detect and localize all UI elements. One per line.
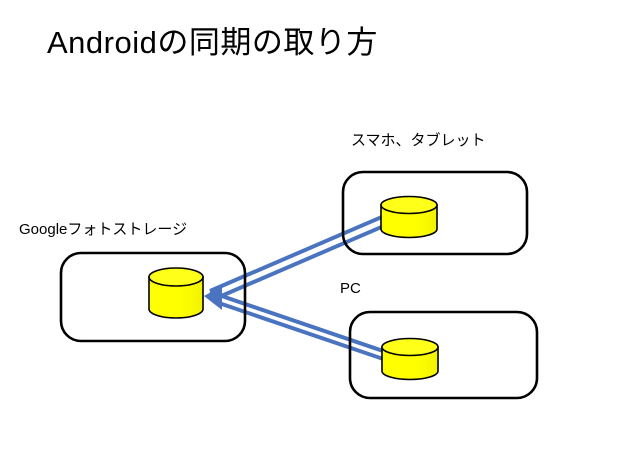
connector-pc-to-storage[interactable]	[204, 290, 396, 365]
node-pc[interactable]	[348, 310, 539, 400]
connector-mobile-to-storage[interactable]	[204, 211, 394, 306]
arrowhead-icon	[204, 290, 222, 310]
label-smartphone-tablet: スマホ、タブレット	[351, 132, 486, 149]
mobile-box-outline	[341, 170, 529, 256]
page-title: Androidの同期の取り方	[47, 25, 378, 60]
database-cylinder-icon	[381, 337, 439, 381]
label-pc: PC	[340, 280, 361, 297]
storage-box-outline	[59, 251, 247, 343]
database-cylinder-icon	[380, 195, 438, 239]
pc-box-outline	[348, 310, 539, 400]
database-cylinder-icon	[148, 267, 204, 319]
label-google-photo-storage: Googleフォトストレージ	[19, 221, 188, 238]
node-google-photo-storage[interactable]	[59, 251, 247, 343]
node-smartphone-tablet[interactable]	[341, 170, 529, 256]
